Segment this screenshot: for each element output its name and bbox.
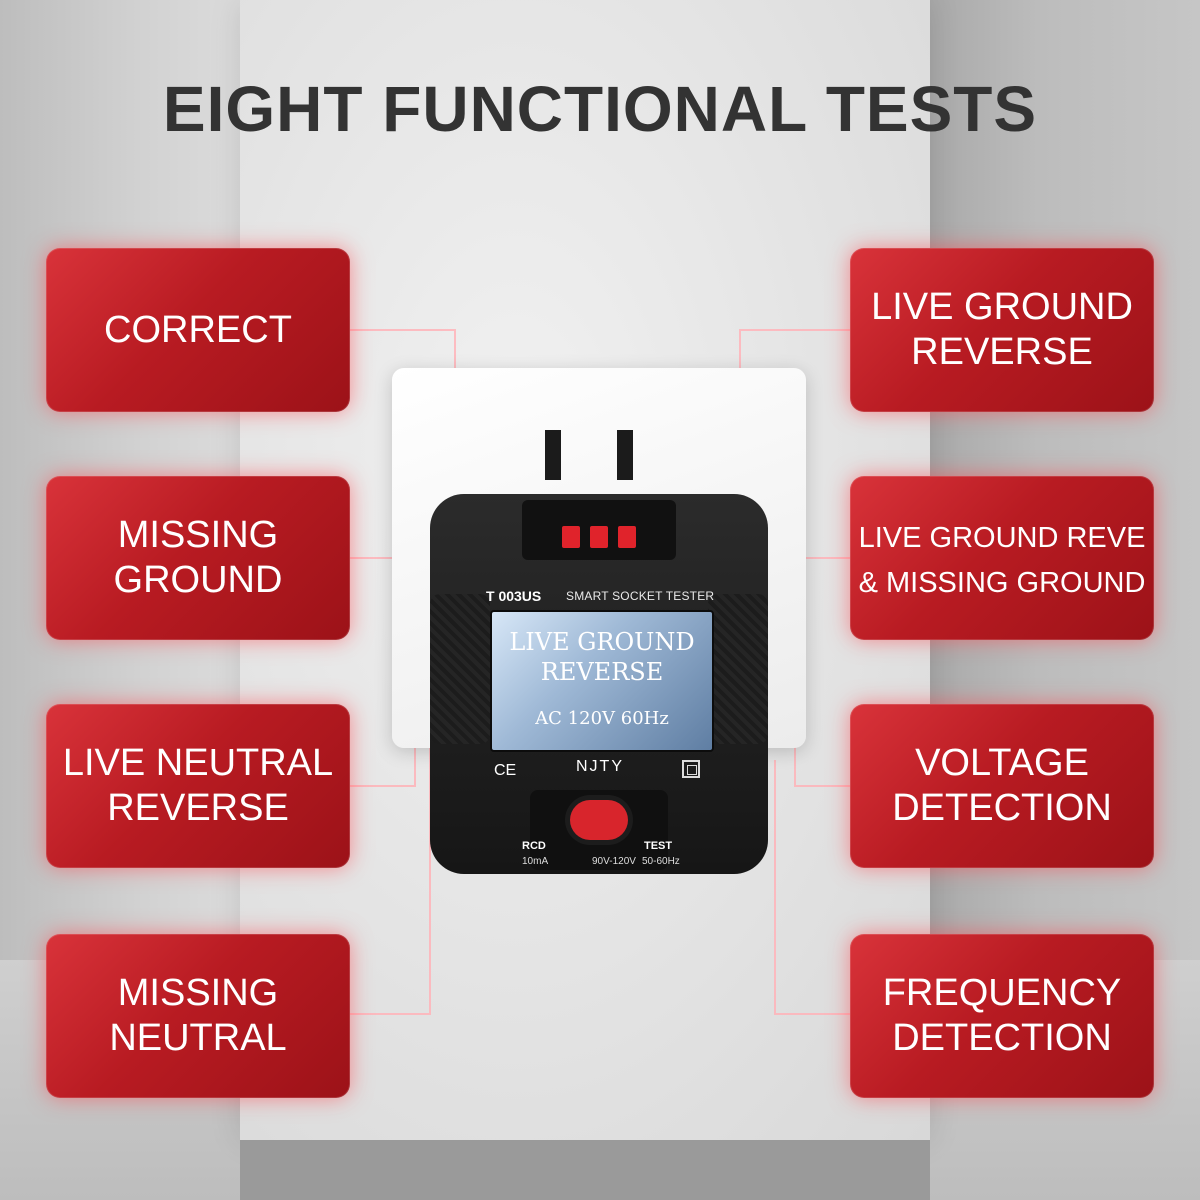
model-label: T 003US [486,588,542,604]
lcd-line-3: AC 120V 60Hz [535,708,669,729]
test-box-correct: CORRECT [46,248,350,412]
rcd-label: RCD [522,840,546,852]
voltage-spec: 90V-120V [592,856,636,867]
double-insulation-icon [682,760,700,778]
lcd-line-1: LIVE GROUND [509,628,695,656]
rcd-test-button[interactable] [570,800,628,840]
ce-mark: CE [494,762,517,779]
page-title: EIGHT FUNCTIONAL TESTS [162,73,1038,145]
test-label: TEST [644,840,673,852]
left-grip [430,594,490,744]
device-title: SMART SOCKET TESTER [566,589,715,603]
lcd-screen: LIVE GROUND REVERSE AC 120V 60Hz [490,610,714,752]
brand-label: NJTY [576,758,624,775]
indicator-led [562,526,580,548]
led-panel [522,500,676,560]
test-box-live-ground-reverse-missing-ground: LIVE GROUND REVE& MISSING GROUND [850,476,1154,640]
rcd-spec: 10mA [522,856,549,867]
socket-slot-left [545,430,561,480]
lcd-line-2: REVERSE [540,658,664,686]
right-grip [708,594,768,744]
indicator-led [618,526,636,548]
socket-tester-device: T 003US SMART SOCKET TESTER LIVE GROUND … [430,494,768,874]
socket-slot-right [617,430,633,480]
test-label: LIVE GROUND REVE& MISSING GROUND [858,522,1146,599]
test-label: CORRECT [104,308,292,351]
connector-line-frequency [774,760,850,1015]
pillar-base [240,1140,930,1200]
frequency-spec: 50-60Hz [642,856,680,867]
indicator-led [590,526,608,548]
